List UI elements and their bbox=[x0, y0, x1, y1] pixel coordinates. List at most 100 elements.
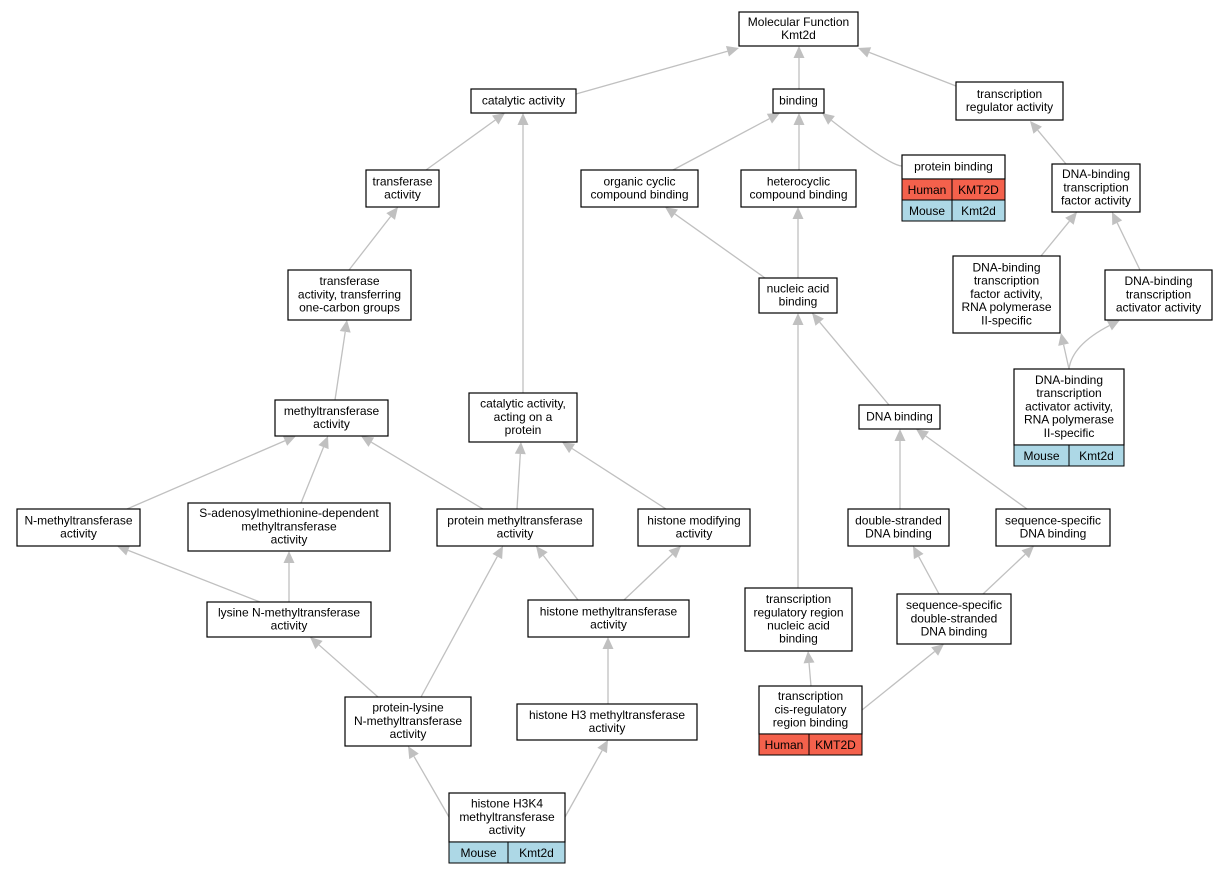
node-label: binding bbox=[779, 93, 818, 107]
node-box bbox=[274, 399, 389, 437]
node-label: DNA-binding bbox=[1124, 274, 1192, 288]
node-sam[interactable]: S-adenosylmethionine-dependentmethyltran… bbox=[187, 502, 391, 552]
node-box bbox=[901, 154, 1006, 180]
edge-plnmt-to-pmt bbox=[420, 546, 503, 698]
node-label: N-methyltransferase bbox=[24, 513, 132, 527]
arrowhead-icon bbox=[536, 546, 548, 559]
node-catalytic[interactable]: catalytic activity bbox=[470, 88, 577, 114]
gene-cell bbox=[808, 733, 863, 756]
node-box bbox=[470, 88, 577, 114]
node-box bbox=[637, 508, 751, 547]
edge-h3k4-to-h3mt bbox=[564, 740, 608, 818]
node-label: transcription bbox=[974, 274, 1039, 288]
arrowhead-icon bbox=[668, 546, 681, 559]
node-box bbox=[1013, 368, 1125, 446]
node-box bbox=[448, 792, 566, 843]
arrowhead-icon bbox=[1058, 333, 1069, 346]
edge-line bbox=[370, 441, 484, 510]
edge-line bbox=[982, 553, 1026, 595]
edge-line bbox=[127, 549, 261, 603]
gene-label: Kmt2d bbox=[519, 846, 554, 860]
node-box bbox=[516, 703, 698, 741]
node-label: activity bbox=[60, 527, 97, 541]
node-box bbox=[468, 392, 578, 443]
node-label: DNA-binding bbox=[1062, 167, 1130, 181]
edge-binding-to-root bbox=[793, 46, 805, 89]
node-label: activity bbox=[313, 417, 350, 431]
node-label: activity bbox=[489, 823, 526, 837]
arrowhead-icon bbox=[916, 429, 929, 441]
edge-layer bbox=[117, 45, 1141, 818]
node-plnmt[interactable]: protein-lysineN-methyltransferaseactivit… bbox=[344, 696, 472, 747]
arrowhead-icon bbox=[514, 442, 526, 455]
edge-dsdna-to-dnab bbox=[894, 429, 906, 509]
arrowhead-icon bbox=[1065, 212, 1077, 225]
node-label: transferase bbox=[372, 174, 432, 188]
arrowhead-icon bbox=[812, 313, 824, 326]
node-binding[interactable]: binding bbox=[772, 88, 825, 114]
edge-ssds-to-ssdna bbox=[982, 546, 1034, 595]
species-label: Human bbox=[908, 183, 947, 197]
node-label: DNA-binding bbox=[972, 261, 1040, 275]
edge-line bbox=[918, 556, 940, 595]
arrowhead-icon bbox=[282, 435, 296, 446]
node-label: nucleic acid bbox=[767, 619, 830, 633]
node-box bbox=[758, 277, 838, 314]
edge-dnab-to-nab bbox=[812, 313, 890, 406]
edge-line bbox=[516, 453, 521, 510]
edge-cap-to-catalytic bbox=[517, 113, 529, 393]
node-box bbox=[744, 587, 853, 652]
node-label: binding bbox=[779, 295, 818, 309]
arrowhead-icon bbox=[894, 429, 906, 441]
gene-label: Kmt2d bbox=[961, 204, 996, 218]
node-label: activity bbox=[271, 533, 308, 547]
gene-label: KMT2D bbox=[958, 183, 999, 197]
edge-dbta-to-dbtf bbox=[1112, 212, 1141, 271]
arrowhead-icon bbox=[792, 207, 804, 219]
gene-cell bbox=[507, 841, 566, 864]
edge-line bbox=[126, 440, 286, 510]
edge-mta-to-tocg bbox=[334, 320, 351, 401]
edge-pb-to-binding bbox=[822, 113, 903, 167]
arrowhead-icon bbox=[665, 207, 678, 219]
node-box bbox=[955, 81, 1064, 121]
node-label: methyltransferase bbox=[459, 810, 555, 824]
node-dnab[interactable]: DNA binding bbox=[858, 404, 941, 430]
edge-sam-to-mta bbox=[300, 436, 329, 504]
node-label: region binding bbox=[773, 716, 848, 730]
node-label: nucleic acid bbox=[767, 281, 830, 295]
node-label: activity bbox=[589, 721, 626, 735]
node-label: factor activity, bbox=[970, 287, 1042, 301]
node-box bbox=[1104, 269, 1213, 321]
node-label: transcription bbox=[1126, 287, 1191, 301]
arrowhead-icon bbox=[858, 47, 872, 58]
node-h3k4[interactable]: histone H3K4methyltransferaseactivityMou… bbox=[448, 792, 566, 864]
edge-h3mt-to-hmt bbox=[602, 637, 614, 704]
node-label: protein methyltransferase bbox=[447, 513, 583, 527]
